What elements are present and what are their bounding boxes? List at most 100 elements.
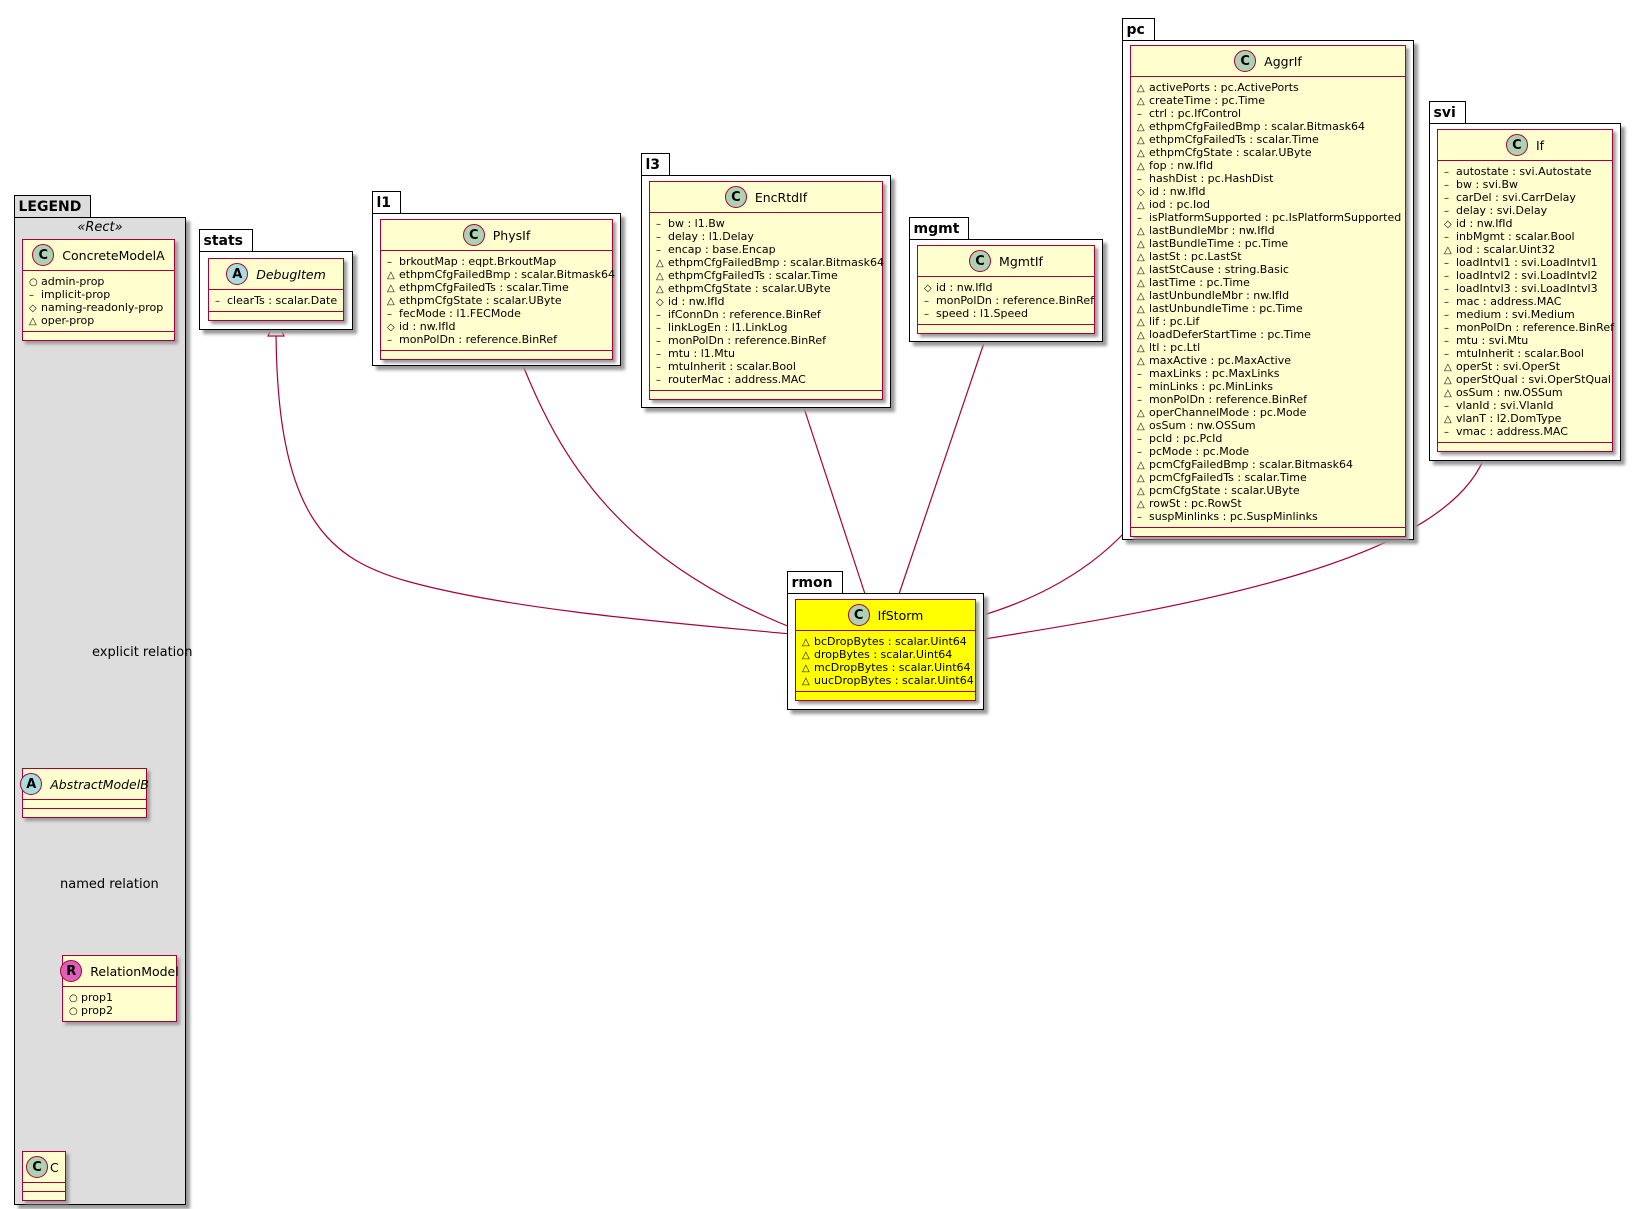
class-name: C <box>50 1159 59 1175</box>
package-visibility-icon: △ <box>1137 460 1145 471</box>
package-visibility-icon: △ <box>387 296 395 307</box>
attribute: △activePorts : pc.ActivePorts <box>1137 81 1405 94</box>
private-visibility-icon: – <box>1444 167 1449 178</box>
attribute-text: id : nw.IfId <box>1149 185 1206 198</box>
attribute-text: brkoutMap : eqpt.BrkoutMap <box>399 255 557 268</box>
private-visibility-icon: – <box>1137 512 1142 523</box>
attribute: △operChannelMode : pc.Mode <box>1137 406 1405 419</box>
attribute-text: medium : svi.Medium <box>1456 308 1575 321</box>
private-visibility-icon: – <box>387 309 392 320</box>
attribute: –monPolDn : reference.BinRef <box>924 294 1094 307</box>
attribute: –loadIntvl1 : svi.LoadIntvl1 <box>1444 256 1612 269</box>
package-visibility-icon: △ <box>1137 473 1145 484</box>
attribute-text: pcmCfgFailedBmp : scalar.Bitmask64 <box>1149 458 1353 471</box>
package-visibility-icon: △ <box>802 637 810 648</box>
package-visibility-icon: △ <box>802 676 810 687</box>
explicit-relation-label: explicit relation <box>92 645 193 660</box>
private-visibility-icon: – <box>1444 349 1449 360</box>
attribute-text: fecMode : l1.FECMode <box>399 307 521 320</box>
attribute: △lastBundleTime : pc.Time <box>1137 237 1405 250</box>
attribute: △ethpmCfgState : scalar.UByte <box>656 282 882 295</box>
legend-package: LEGEND «Rect» <box>13 195 186 1205</box>
attribute-list: △activePorts : pc.ActivePorts△createTime… <box>1131 77 1405 528</box>
attribute-text: delay : l1.Delay <box>668 230 754 243</box>
attribute: △ethpmCfgFailedTs : scalar.Time <box>1137 133 1405 146</box>
package-visibility-icon: △ <box>1137 486 1145 497</box>
package-visibility-icon: △ <box>387 283 395 294</box>
private-visibility-icon: – <box>1137 174 1142 185</box>
package-visibility-icon: △ <box>1444 388 1452 399</box>
private-visibility-icon: – <box>1444 258 1449 269</box>
class-spot-icon: C <box>724 186 747 208</box>
attribute-text: pcmCfgFailedTs : scalar.Time <box>1149 471 1307 484</box>
attribute: △dropBytes : scalar.Uint64 <box>802 648 975 661</box>
attribute: –suspMinlinks : pc.SuspMinlinks <box>1137 510 1405 523</box>
private-visibility-icon: – <box>387 335 392 346</box>
attribute-text: uucDropBytes : scalar.Uint64 <box>814 674 974 687</box>
attribute: △mcDropBytes : scalar.Uint64 <box>802 661 975 674</box>
attribute: ◇id : nw.IfId <box>656 295 882 308</box>
private-visibility-icon: – <box>656 323 661 334</box>
attribute-text: mtu : svi.Mtu <box>1456 334 1529 347</box>
package-visibility-icon: △ <box>29 316 37 327</box>
private-visibility-icon: – <box>656 219 661 230</box>
attribute: △iod : pc.Iod <box>1137 198 1405 211</box>
attribute-text: routerMac : address.MAC <box>668 373 806 386</box>
package-visibility-icon: △ <box>656 284 664 295</box>
attribute-text: lastSt : pc.LastSt <box>1149 250 1242 263</box>
class-spot-icon: C <box>969 250 992 272</box>
class-name: AggrIf <box>1264 53 1302 69</box>
package-visibility-icon: △ <box>1137 278 1145 289</box>
attribute: △lastSt : pc.LastSt <box>1137 250 1405 263</box>
private-visibility-icon: – <box>656 349 661 360</box>
attribute: △lastUnbundleTime : pc.Time <box>1137 302 1405 315</box>
class-name: PhysIf <box>492 227 531 243</box>
private-visibility-icon: – <box>1444 232 1449 243</box>
attribute-text: monPolDn : reference.BinRef <box>1149 393 1307 406</box>
attribute-text: operStQual : svi.OperStQual <box>1456 373 1611 386</box>
package-visibility-icon: △ <box>1137 122 1145 133</box>
package-visibility-icon: △ <box>1444 245 1452 256</box>
private-visibility-icon: – <box>387 257 392 268</box>
protected-visibility-icon: ◇ <box>29 303 37 314</box>
package-title: mgmt <box>908 217 970 239</box>
attribute: △osSum : nw.OSSum <box>1444 386 1612 399</box>
package-visibility-icon: △ <box>1137 200 1145 211</box>
attribute-text: ethpmCfgFailedTs : scalar.Time <box>668 269 838 282</box>
package-visibility-icon: △ <box>1444 375 1452 386</box>
attribute: △ethpmCfgState : scalar.UByte <box>1137 146 1405 159</box>
package-title: svi <box>1428 101 1466 123</box>
attribute-text: mtu : l1.Mtu <box>668 347 736 360</box>
private-visibility-icon: – <box>1137 213 1142 224</box>
package-visibility-icon: △ <box>656 258 664 269</box>
private-visibility-icon: – <box>1444 206 1449 217</box>
private-visibility-icon: – <box>1137 382 1142 393</box>
attribute: –loadIntvl3 : svi.LoadIntvl3 <box>1444 282 1612 295</box>
attribute-text: lastUnbundleMbr : nw.IfId <box>1149 289 1290 302</box>
class-spot-icon: C <box>1234 50 1257 72</box>
attribute-text: lif : pc.Lif <box>1149 315 1200 328</box>
attribute: ◇id : nw.IfId <box>924 281 1094 294</box>
package-visibility-icon: △ <box>1444 414 1452 425</box>
package-visibility-icon: △ <box>1137 304 1145 315</box>
class-spot-icon: C <box>32 244 55 266</box>
class-spot-icon: C <box>462 224 485 246</box>
attribute: △ethpmCfgState : scalar.UByte <box>387 294 612 307</box>
attribute: –pcId : pc.PcId <box>1137 432 1405 445</box>
private-visibility-icon: – <box>1444 284 1449 295</box>
attribute-text: delay : svi.Delay <box>1456 204 1548 217</box>
attribute: △fop : nw.IfId <box>1137 159 1405 172</box>
attribute-text: operSt : svi.OperSt <box>1456 360 1561 373</box>
attribute: –mac : address.MAC <box>1444 295 1612 308</box>
